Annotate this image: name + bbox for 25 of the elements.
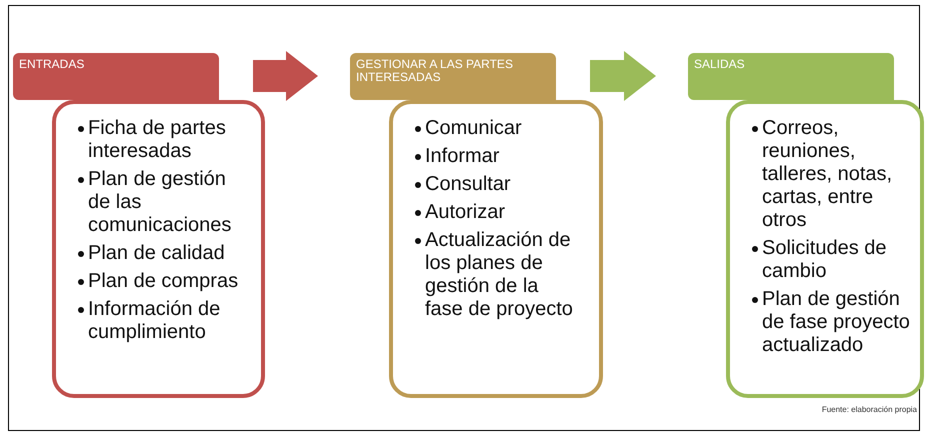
list-item: Ficha de partes interesadas [88,117,227,163]
list-item: Información de cumplimiento [88,298,222,344]
header-title: SALIDAS [694,58,746,71]
header-title: GESTIONAR A LAS PARTES INTERESADAS [356,58,514,84]
list-item: Plan de calidad [88,242,226,265]
list-item: Plan de gestión de las comunicaciones [88,168,232,237]
header-title: ENTRADAS [19,58,86,71]
list-item: Comunicar [425,117,523,140]
stage-header [13,53,219,100]
source-note: Fuente: elaboración propia [822,405,917,414]
stage-header [350,53,556,100]
list-item: Consultar [425,173,512,196]
list-card [52,100,265,398]
list-item: Informar [425,145,500,168]
stage-header [688,53,894,100]
list-item: Actualización de los planes de gestión de la fase de proyecto [425,229,574,321]
list-item: Correos, reuniones, talleres, notas, cartas, entre otros [762,117,894,232]
list-item: Autorizar [425,201,506,224]
flow-arrow [590,51,656,101]
list-item: Plan de compras [88,270,240,293]
flow-arrow [253,51,318,101]
list-card [389,100,603,398]
list-item: Plan de gestión de fase proyecto actualizado [762,288,911,357]
list-card [726,100,924,398]
list-item: Solicitudes de cambio [762,237,888,283]
